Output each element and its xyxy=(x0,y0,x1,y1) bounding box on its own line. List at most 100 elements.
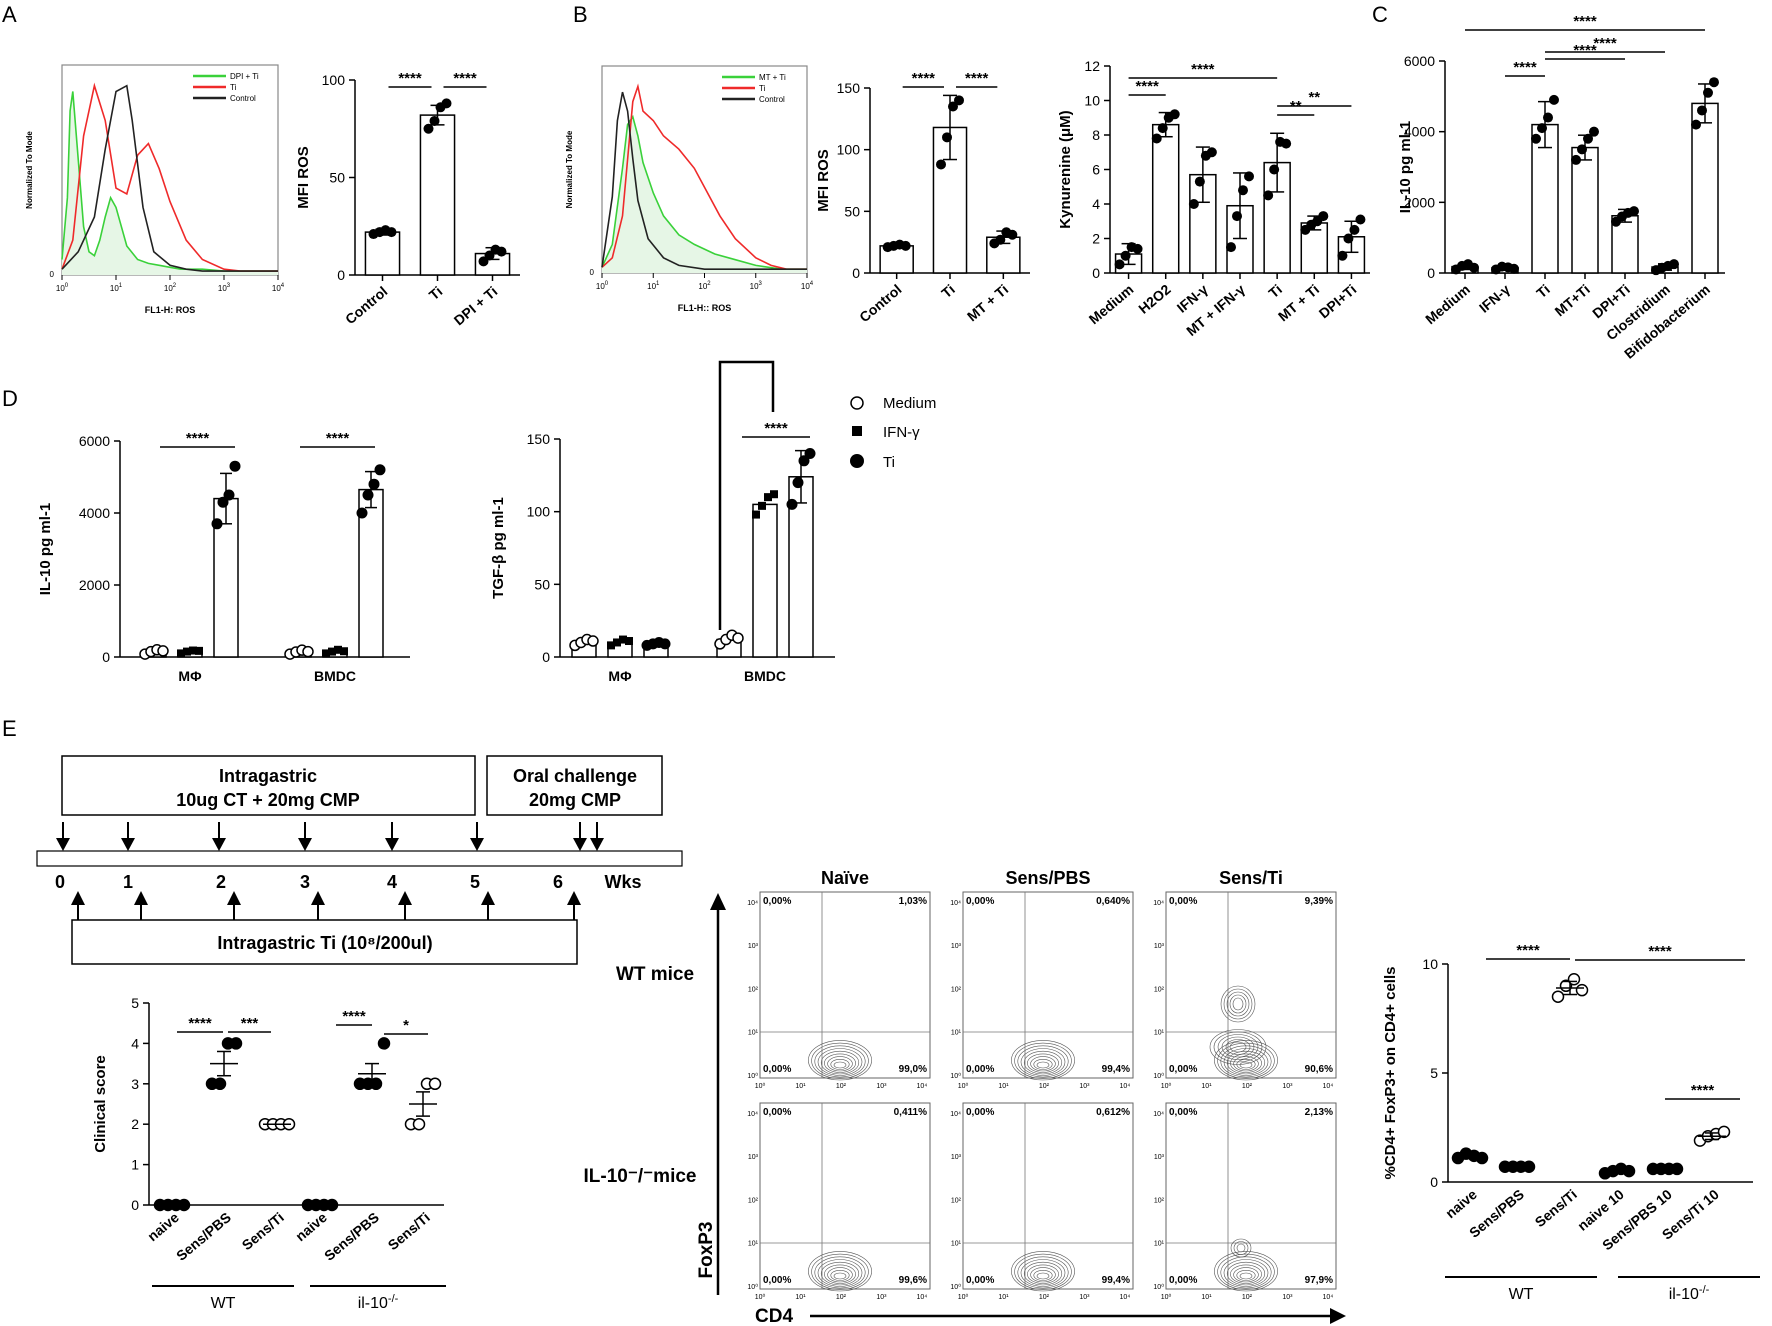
density-contour xyxy=(1214,1251,1278,1292)
density-contour xyxy=(811,1253,869,1290)
density-contour xyxy=(1217,1253,1275,1290)
data-point xyxy=(1318,211,1329,222)
density-contour xyxy=(1230,1264,1262,1284)
y-tick-label: 10² xyxy=(951,1197,962,1204)
data-point xyxy=(1469,262,1479,273)
up-arrow-head xyxy=(71,891,85,905)
x-tick-exponent: 4 xyxy=(810,281,814,287)
series-line xyxy=(601,91,807,270)
data-point xyxy=(1151,133,1162,144)
week-label: Wks xyxy=(604,872,641,892)
bar xyxy=(364,231,401,276)
density-contour xyxy=(808,1251,872,1292)
density-contour xyxy=(817,1259,863,1287)
significance-label: *** xyxy=(241,1015,259,1032)
y-tick-label: 12 xyxy=(1084,58,1100,74)
data-point xyxy=(1157,123,1168,134)
group-label: il-10-/- xyxy=(358,1293,399,1312)
y-tick-label: 10³ xyxy=(1154,1154,1165,1161)
legend-label: MT + Ti xyxy=(759,73,786,82)
data-point xyxy=(423,123,434,134)
intragastric-ti-label: Intragastric Ti (10⁸/200ul) xyxy=(217,933,432,953)
x-tick-label: 10⁴ xyxy=(1323,1083,1334,1090)
data-point xyxy=(1575,983,1589,997)
density-contour xyxy=(1030,1267,1056,1283)
y-tick-label: 2 xyxy=(131,1116,139,1132)
density-contour xyxy=(817,1048,863,1076)
y-axis-label: MFI ROS xyxy=(815,149,832,212)
x-tick-exponent: 3 xyxy=(227,283,231,289)
x-tick-label: 101 xyxy=(647,281,660,291)
density-contour xyxy=(1239,1061,1253,1069)
significance-label: **** xyxy=(398,70,422,87)
density-contour xyxy=(1226,991,1250,1017)
data-point xyxy=(764,493,772,502)
y-tick-label: 0 xyxy=(131,1197,139,1213)
data-point xyxy=(1188,199,1199,209)
data-point xyxy=(613,638,621,647)
data-point xyxy=(302,645,314,658)
data-point xyxy=(1007,229,1018,240)
density-contour xyxy=(1236,1243,1246,1253)
series-line xyxy=(601,83,807,270)
y-tick-label: 10⁴ xyxy=(1153,900,1164,907)
y-tick-label: 2000 xyxy=(1404,194,1435,210)
up-arrow-head xyxy=(227,891,241,905)
y-tick-label: 2000 xyxy=(79,577,110,593)
y-tick-label: 10² xyxy=(1154,1197,1165,1204)
intragastric-line2: 10ug CT + 20mg CMP xyxy=(176,790,360,810)
up-arrow-head xyxy=(134,891,148,905)
category-label: Sens/Ti xyxy=(239,1209,287,1253)
bar xyxy=(752,503,778,658)
category-label: MT + Ti xyxy=(1275,281,1322,324)
y-tick-label: 10³ xyxy=(748,943,759,950)
quadrant-lower-right: 99,4% xyxy=(1102,1275,1130,1286)
x-tick-exponent: 2 xyxy=(707,281,711,287)
density-contour xyxy=(1020,1048,1066,1076)
y-tick-label: 100 xyxy=(527,504,551,520)
x-tick-label: 10⁰ xyxy=(958,1082,969,1090)
down-arrow-head xyxy=(121,838,135,851)
data-point xyxy=(412,1117,426,1131)
data-point xyxy=(157,645,169,657)
x-tick-label: 101 xyxy=(110,283,123,293)
density-contour xyxy=(1014,1042,1072,1079)
density-contour xyxy=(833,1272,847,1280)
up-arrow-head xyxy=(311,891,325,905)
foxp3-label: FoxP3 xyxy=(696,1221,717,1278)
data-point xyxy=(942,132,952,143)
category-label: MT + Ti xyxy=(964,281,1011,324)
data-point xyxy=(1349,224,1360,235)
x-tick-label: 104 xyxy=(272,283,285,293)
legend-label-medium: Medium xyxy=(883,395,936,412)
density-contour xyxy=(1233,1056,1259,1072)
data-point xyxy=(1589,126,1599,137)
data-point xyxy=(374,464,386,476)
density-contour xyxy=(1230,1053,1262,1073)
y-tick-label: 150 xyxy=(527,431,551,447)
y-tick-label: 10 xyxy=(1084,93,1100,109)
bar xyxy=(419,114,456,276)
legend-label-ifn: IFN-γ xyxy=(883,424,920,441)
y-tick-label: 6000 xyxy=(1404,53,1435,69)
x-tick-label: 10⁰ xyxy=(755,1082,766,1090)
legend-label: Control xyxy=(759,95,785,104)
data-point xyxy=(1206,147,1217,158)
data-point xyxy=(177,649,185,658)
quadrant-lower-left: 0,00% xyxy=(1169,1275,1197,1286)
data-point xyxy=(1717,1125,1731,1139)
data-point xyxy=(1549,94,1559,105)
y-tick-label: 8 xyxy=(1092,127,1100,143)
bar xyxy=(1151,123,1180,274)
flow-row-title-wt: WT mice xyxy=(616,964,694,985)
category-label: Control xyxy=(342,283,390,327)
data-point xyxy=(954,95,964,106)
y-tick-label: 10⁴ xyxy=(1153,1111,1164,1118)
significance-label: ** xyxy=(1308,89,1320,106)
y-tick-label: 3 xyxy=(131,1076,139,1092)
x-tick-exponent: 2 xyxy=(173,283,177,289)
data-point xyxy=(752,510,760,519)
significance-label: **** xyxy=(1648,943,1672,960)
y-axis-label: MFI ROS xyxy=(295,146,312,209)
